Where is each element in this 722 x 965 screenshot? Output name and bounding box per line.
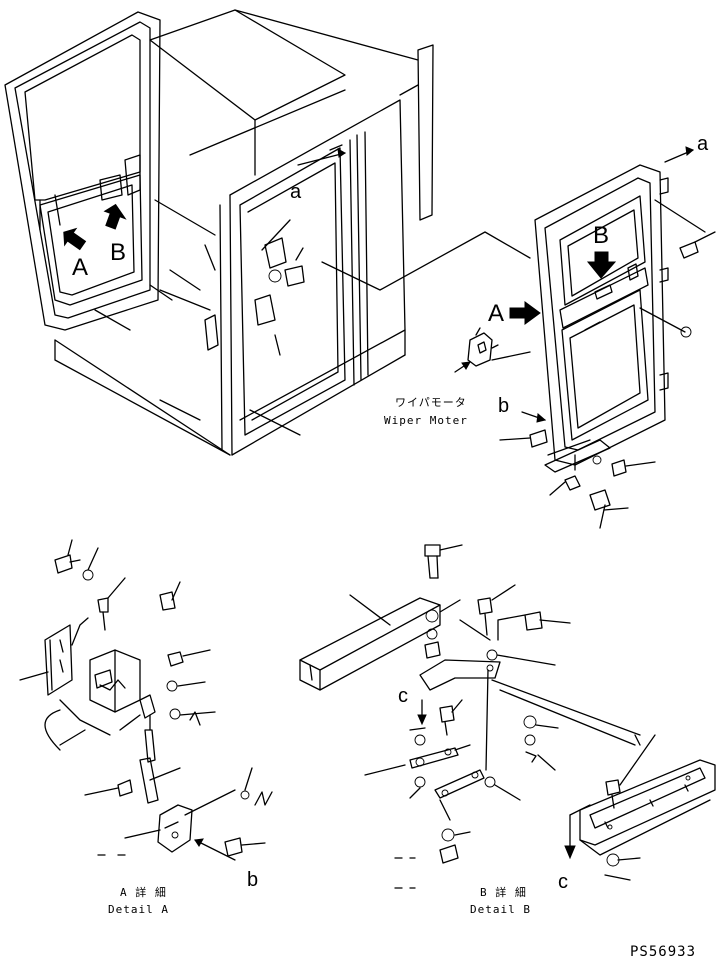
- detail-a-en-title: Detail A: [108, 903, 169, 916]
- detail-b-drawing: [299, 544, 716, 889]
- callout-c-detail-b-lower: c: [558, 871, 568, 893]
- wiper-motor-en-label: Wiper Moter: [384, 414, 468, 427]
- drawing-code: PS56933: [630, 944, 697, 960]
- detail-a-jp-title: A 詳 細: [120, 886, 167, 899]
- wiper-motor-jp-label: ワイパモータ: [395, 396, 467, 409]
- detail-a-drawing: [19, 539, 273, 861]
- callout-b-detail-a: b: [247, 869, 259, 891]
- callout-A-cab: A: [72, 254, 89, 281]
- callout-B-cab: B: [110, 239, 127, 266]
- cab-assembly: [4, 9, 531, 456]
- detail-b-en-title: Detail B: [470, 903, 531, 916]
- callout-B-door: B: [593, 222, 610, 249]
- callout-a-door: a: [697, 133, 709, 155]
- callout-b-door: b: [498, 395, 510, 417]
- callout-c-detail-b: c: [398, 685, 408, 707]
- callout-A-door: A: [488, 300, 505, 327]
- door-assembly: [454, 146, 716, 529]
- callout-a-cab: a: [290, 181, 302, 203]
- detail-b-jp-title: B 詳 細: [480, 886, 527, 899]
